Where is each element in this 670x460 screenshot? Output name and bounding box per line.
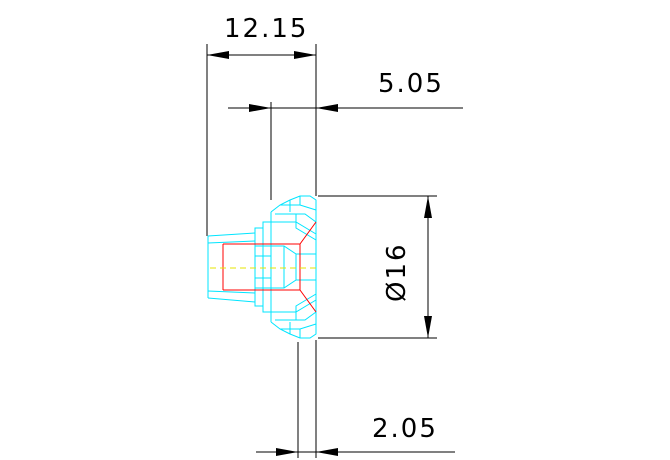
hex-facet	[295, 214, 317, 241]
arrow-bottom	[424, 316, 432, 338]
head-top-profile	[270, 195, 317, 213]
dimension-diameter: Ø16	[318, 195, 437, 339]
collar-step-1	[254, 227, 264, 307]
arrow-left	[207, 51, 229, 59]
arrow-right	[316, 104, 338, 112]
countersink-top	[299, 221, 317, 245]
shank-inner-bottom	[207, 290, 256, 294]
shank-bottom-edge	[207, 297, 256, 303]
arrow-left	[249, 104, 271, 112]
collar-step-2	[262, 221, 272, 313]
dimension-label-flange-thickness: 2.05	[372, 414, 438, 444]
dimension-head-length: 5.05	[228, 69, 463, 200]
countersink-bottom	[299, 289, 317, 313]
hex-facet	[271, 299, 317, 313]
hex-facet	[280, 204, 317, 211]
hex-facet	[295, 293, 317, 320]
arrow-left	[276, 448, 298, 456]
hex-facet	[275, 213, 317, 223]
hex-facet	[275, 311, 317, 321]
head-bottom-profile	[270, 321, 317, 339]
dimension-flange-thickness: 2.05	[256, 340, 455, 458]
hex-facet	[271, 221, 317, 235]
hex-facet	[280, 323, 317, 330]
shank-top-edge	[207, 232, 256, 237]
dimension-label-head-length: 5.05	[378, 69, 444, 99]
arrow-top	[424, 196, 432, 218]
dimension-label-overall-length: 12.15	[224, 14, 308, 44]
part-outline	[207, 195, 317, 339]
shank-inner-top	[207, 240, 256, 244]
hex-middle-band	[271, 245, 297, 289]
arrow-right	[316, 448, 338, 456]
arrow-right	[294, 51, 316, 59]
dimension-label-diameter: Ø16	[382, 242, 412, 302]
dimension-overall-length: 12.15	[206, 14, 317, 236]
hidden-lines	[222, 221, 317, 313]
